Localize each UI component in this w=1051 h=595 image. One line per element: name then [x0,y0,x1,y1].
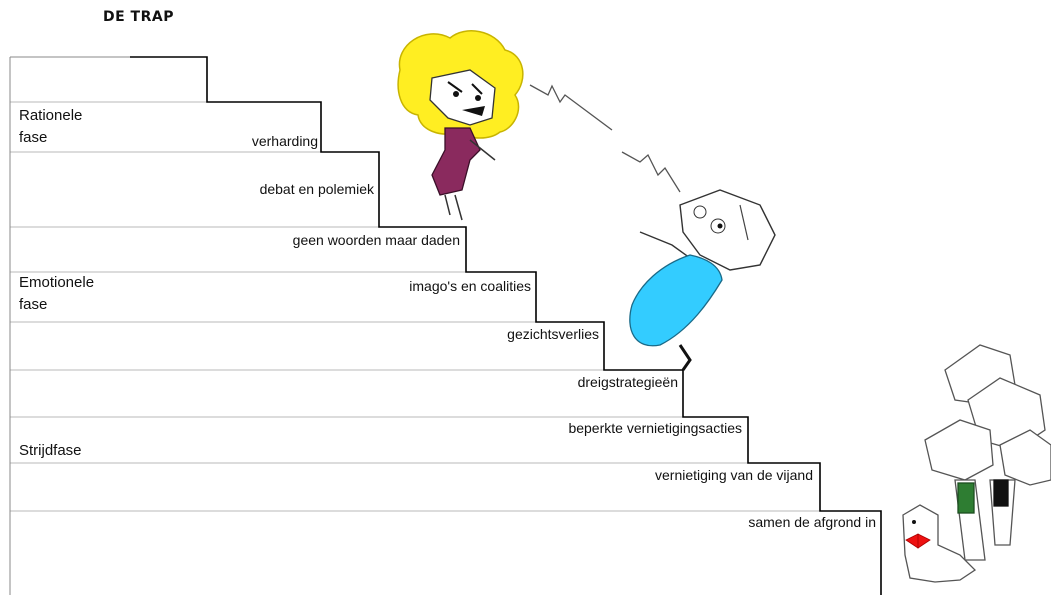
step-label: geen woorden maar daden [292,232,460,248]
step-label: samen de afgrond in [748,514,876,530]
phase-line: fase [19,129,48,146]
step-label: verharding [251,133,318,149]
step-label: beperkte vernietigingsacties [568,420,742,436]
phase-line: Rationele [19,107,83,124]
phase-label-rational: Rationele fase [19,105,82,149]
phase-line: Emotionele [19,274,95,291]
phase-label-struggle: Strijdfase [19,440,82,462]
falling-man-figure [629,189,776,371]
step-label: imago's en coalities [409,278,531,294]
angry-woman-figure [397,30,524,221]
dog-figure [902,504,977,583]
phase-label-emotional: Emotionele fase [19,272,94,316]
diagram-title: DE TRAP [103,9,174,25]
step-label: vernietiging van de vijand [655,467,813,483]
step-label: dreigstrategieën [577,374,678,390]
phase-line: fase [19,296,48,313]
step-label: debat en polemiek [259,181,374,197]
step-label: gezichtsverlies [507,326,599,342]
crowd-figures [924,344,1051,561]
phase-line: Strijdfase [19,442,82,459]
motion-lines [529,84,681,193]
